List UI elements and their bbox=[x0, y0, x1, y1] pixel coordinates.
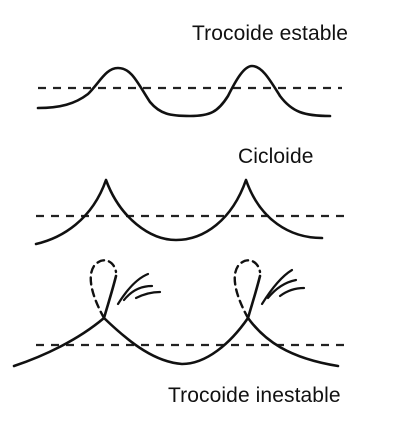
left-spray-stroke-2 bbox=[122, 284, 154, 302]
left-spray-stroke-1 bbox=[116, 272, 150, 306]
right-spray-stroke-3 bbox=[278, 286, 306, 298]
label-stable-trochoid: Trocoide estable bbox=[192, 22, 349, 45]
left-breaking-loop bbox=[89, 259, 118, 320]
left-spray-stroke-3 bbox=[134, 290, 162, 300]
stable-trochoid-wave bbox=[36, 64, 332, 118]
unstable-trochoid-group bbox=[12, 259, 346, 368]
unstable-trochoid-wave bbox=[12, 316, 340, 368]
right-spray-stroke-2 bbox=[266, 278, 298, 300]
cycloid-group bbox=[34, 178, 346, 246]
label-cycloid: Cicloide bbox=[238, 145, 314, 168]
unstable-trochoid-left-upper bbox=[102, 274, 118, 320]
right-spray-stroke-1 bbox=[260, 268, 294, 306]
stable-trochoid-group bbox=[36, 64, 342, 118]
label-unstable-trochoid: Trocoide inestable bbox=[168, 384, 341, 407]
unstable-trochoid-right-upper bbox=[246, 274, 262, 320]
right-breaking-loop bbox=[233, 259, 262, 320]
cycloid-wave bbox=[34, 178, 324, 246]
